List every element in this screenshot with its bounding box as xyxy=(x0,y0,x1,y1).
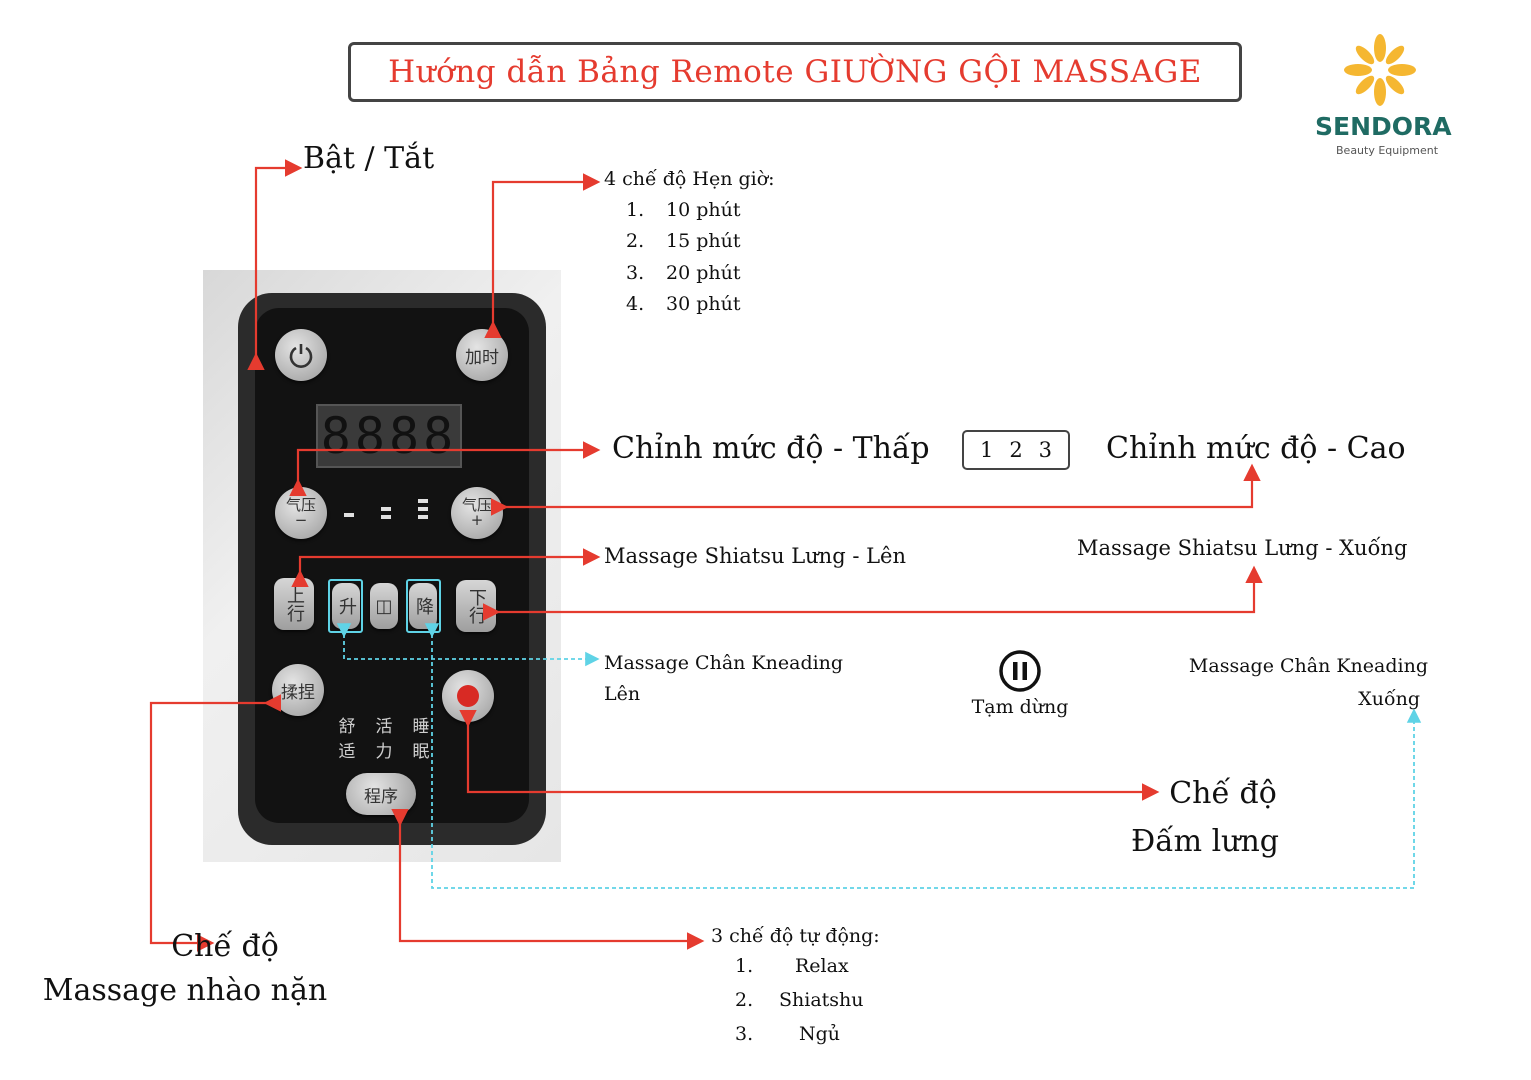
list-item: 3.20 phút xyxy=(626,261,741,284)
label-level-high: Chỉnh mức độ - Cao xyxy=(1106,431,1406,466)
auto-callout: 3 chế độ tự động: 1.Relax 2.Shiatshu 3.N… xyxy=(711,925,880,1051)
level-3: 3 xyxy=(1038,438,1053,462)
minus-icon: − xyxy=(294,511,308,529)
mode-vitality: 活 力 xyxy=(375,717,393,762)
label-kneading-down: Massage Chân Kneading Xuống xyxy=(1188,655,1428,710)
plus-icon: + xyxy=(470,511,484,529)
timer-list: 1.10 phút 2.15 phút 3.20 phút 4.30 phút xyxy=(626,194,775,320)
timer-button[interactable]: 加时 xyxy=(456,329,508,381)
label-pause: Tạm dừng xyxy=(971,696,1069,718)
arrow-shiatsu-down xyxy=(482,565,1263,621)
pressure-plus-label: 气压 xyxy=(461,496,492,514)
list-item: 4.30 phút xyxy=(626,293,741,316)
label-shiatsu-down: Massage Shiatsu Lưng - Xuống xyxy=(1077,536,1408,560)
arrow-program xyxy=(391,808,705,950)
list-item: 2.15 phút xyxy=(626,230,741,253)
label-shiatsu-up: Massage Shiatsu Lưng - Lên xyxy=(604,544,906,568)
level-indicator xyxy=(340,494,440,524)
level-2: 2 xyxy=(1009,438,1023,462)
sendora-flower-icon xyxy=(1344,34,1416,106)
logo: SENDORA Beauty Equipment xyxy=(1312,32,1462,157)
auto-heading: 3 chế độ tự động: xyxy=(711,925,880,947)
label-knead-mode: Chế độ Massage nhào nặn xyxy=(42,929,328,1008)
list-item: 2.Shiatshu xyxy=(735,989,864,1011)
arrow-shiatsu-up xyxy=(291,548,601,588)
logo-tagline: Beauty Equipment xyxy=(1336,144,1439,157)
label-kneading-up: Massage Chân Kneading Lên xyxy=(604,652,844,705)
label-level-low: Chỉnh mức độ - Thấp xyxy=(612,431,930,466)
arrow-level-low xyxy=(289,441,601,497)
logo-name: SENDORA xyxy=(1315,112,1452,141)
pause-button[interactable]: ◫ xyxy=(370,583,398,629)
timer-callout: 4 chế độ Hẹn giờ: 1.10 phút 2.15 phút 3.… xyxy=(604,168,775,320)
pause-indicator: Tạm dừng xyxy=(960,648,1080,718)
arrow-tapping xyxy=(459,709,1160,801)
arrow-kneading-up xyxy=(336,623,600,667)
arrow-power xyxy=(247,159,303,371)
rise-button[interactable]: 升 xyxy=(332,583,360,629)
arrow-level-high xyxy=(490,463,1261,516)
label-power: Bật / Tắt xyxy=(303,141,435,176)
mode-comfort: 舒 适 xyxy=(338,717,356,762)
arrow-timer xyxy=(484,173,601,339)
label-tapping: Chế độ Đấm lưng xyxy=(1130,776,1280,859)
list-item: 3.Ngủ xyxy=(735,1023,841,1045)
page-title: Hướng dẫn Bảng Remote GIƯỜNG GỘI MASSAGE xyxy=(348,42,1242,102)
level-values: 1 2 3 xyxy=(962,430,1070,470)
pause-icon xyxy=(999,650,1041,692)
arrow-knead xyxy=(149,694,282,952)
timer-heading: 4 chế độ Hẹn giờ: xyxy=(604,168,775,190)
level-1: 1 xyxy=(979,438,994,462)
lower-button[interactable]: 降 xyxy=(409,583,437,629)
up-button[interactable]: 上行 xyxy=(274,578,314,630)
knead-button[interactable]: 揉捏 xyxy=(272,664,324,716)
list-item: 1.Relax xyxy=(735,955,849,977)
list-item: 1.10 phút xyxy=(626,198,741,221)
pressure-minus-label: 气压 xyxy=(285,496,316,514)
auto-list: 1.Relax 2.Shiatshu 3.Ngủ xyxy=(735,949,880,1051)
arrow-kneading-down xyxy=(424,623,1422,889)
program-button[interactable]: 程序 xyxy=(346,773,416,815)
